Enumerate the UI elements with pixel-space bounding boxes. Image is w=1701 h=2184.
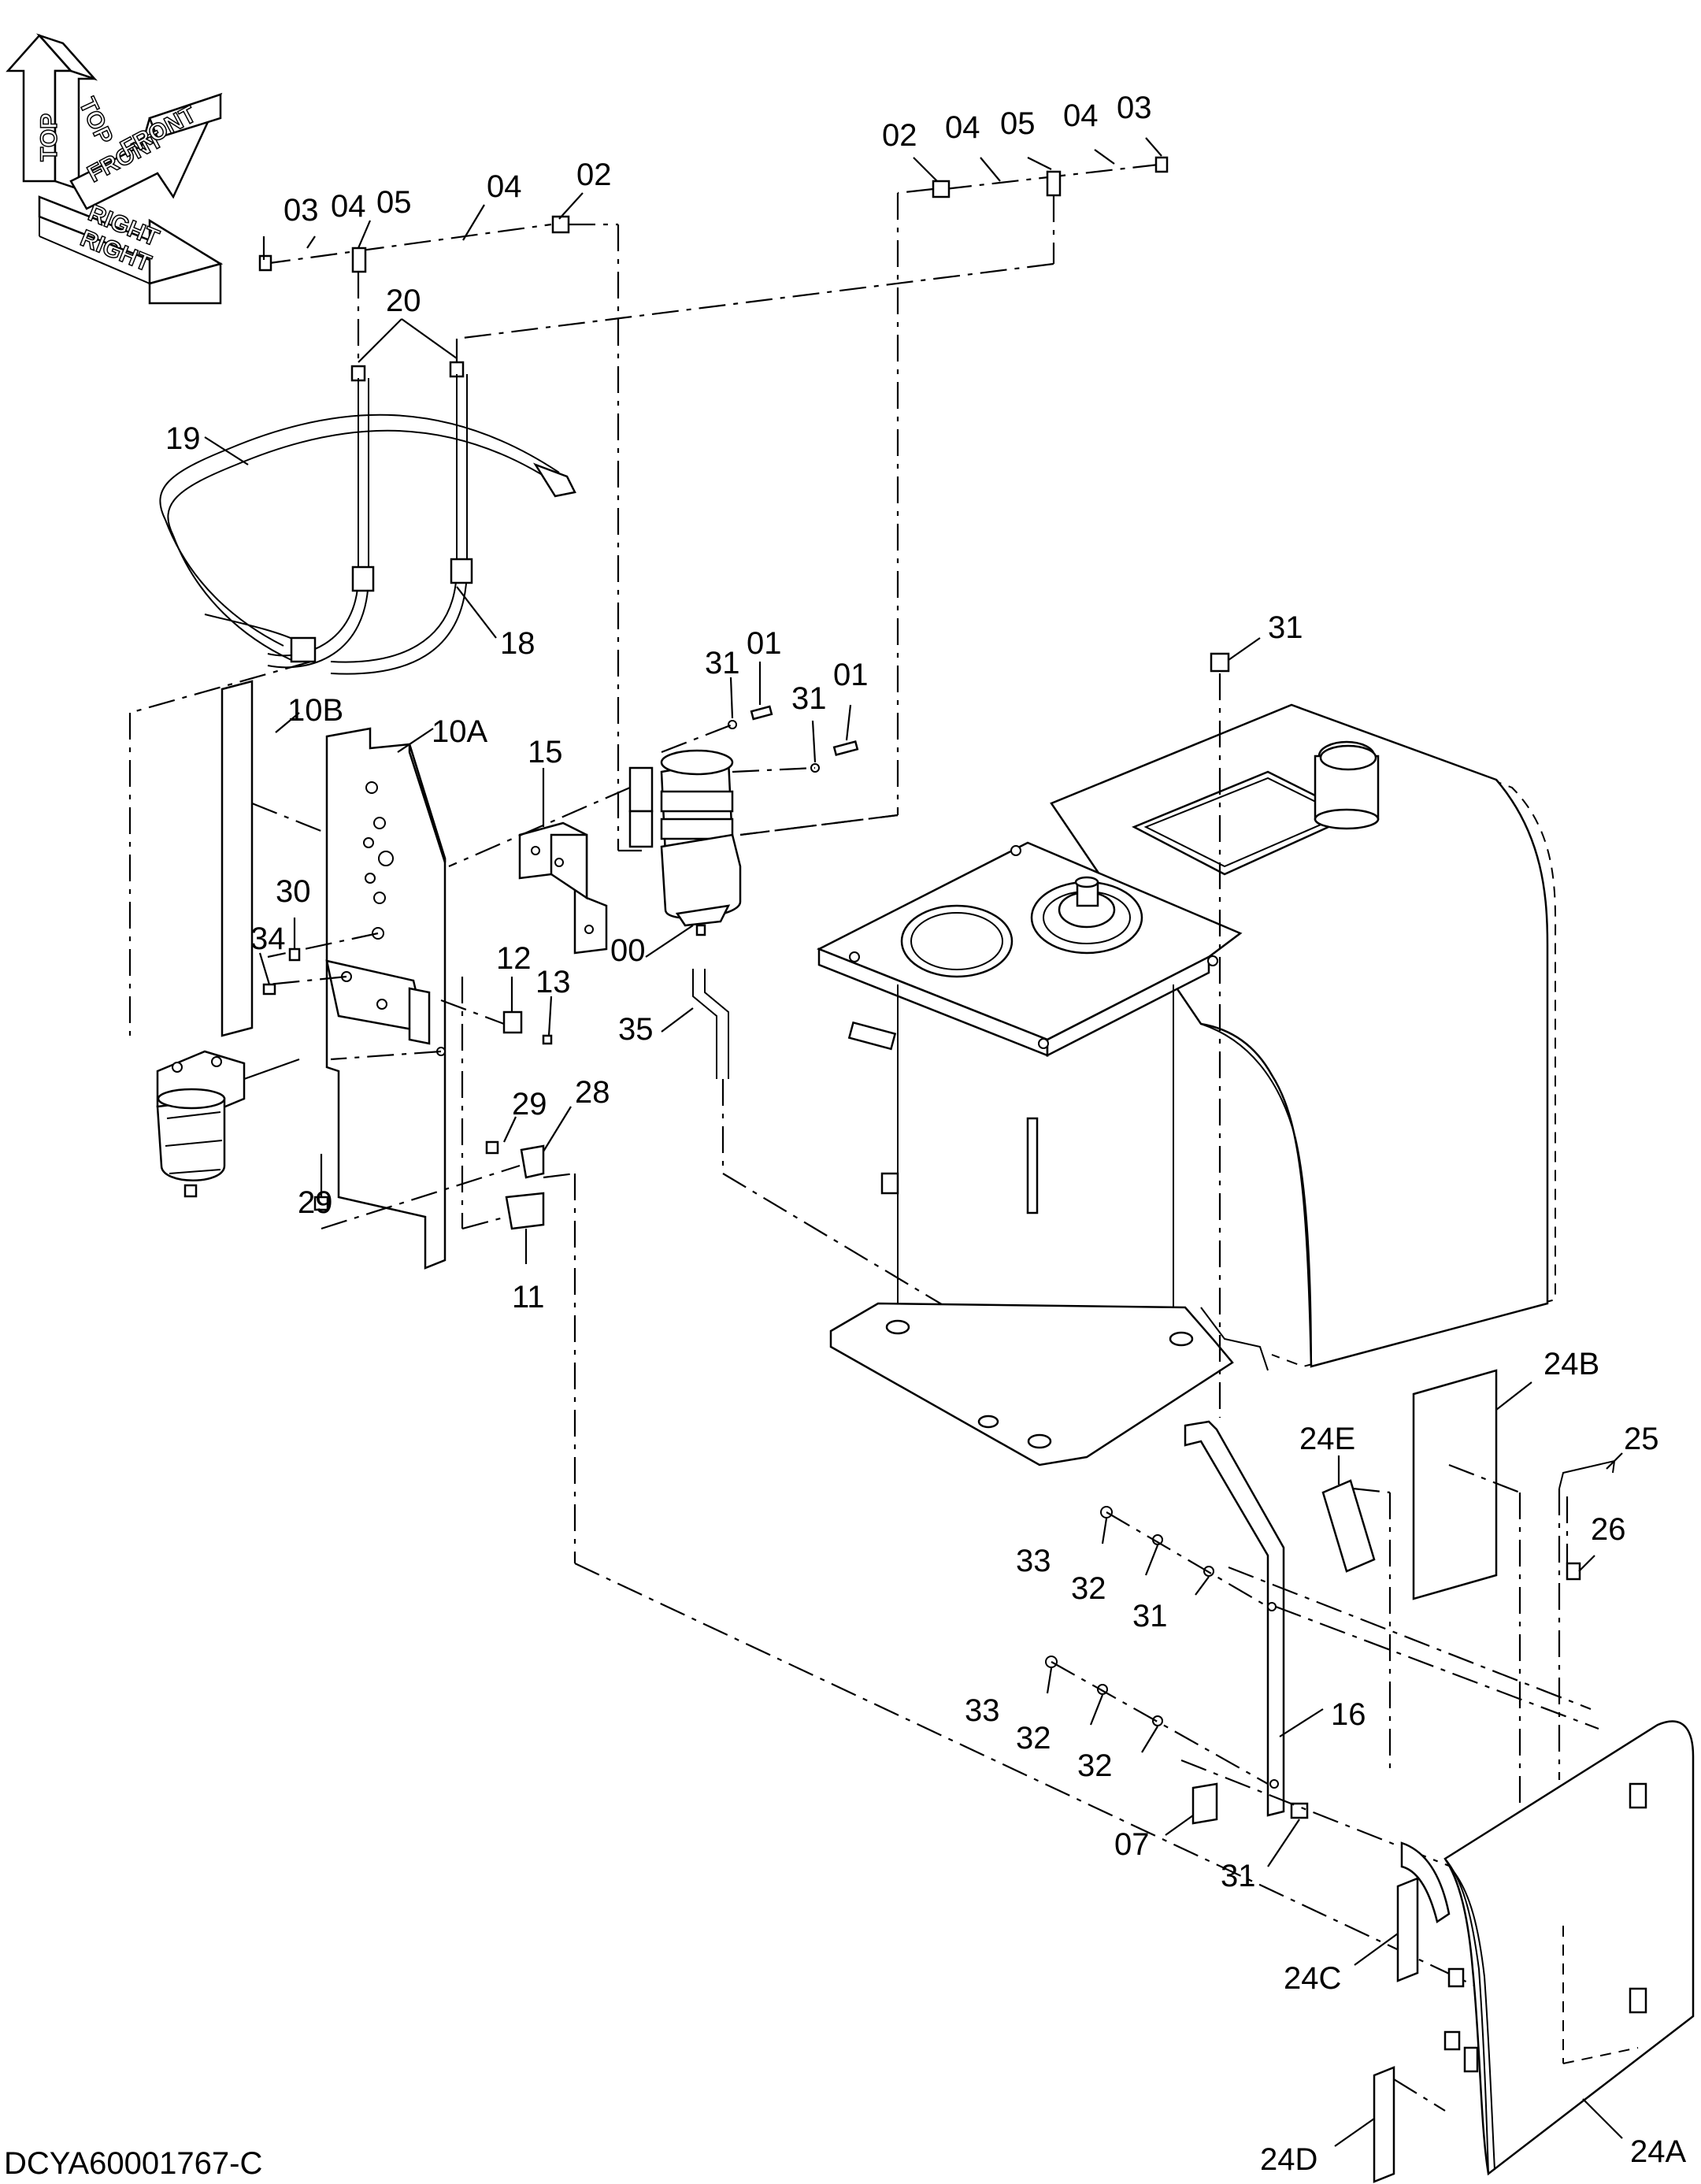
label-28-right: 29 — [512, 1087, 547, 1122]
label-24e: 24E — [1299, 1422, 1355, 1456]
washers-lower — [1045, 1656, 1269, 1785]
part-00-filter — [448, 749, 899, 936]
part-12-13-clamp — [440, 977, 553, 1045]
label-19: 19 — [165, 421, 201, 456]
right-arrow-icon — [38, 195, 224, 305]
label-04-right-2: 04 — [1063, 98, 1099, 133]
top-arrow-icon — [6, 33, 98, 191]
label-02-left: 02 — [576, 158, 612, 192]
orientation-top-label-2: TOP — [74, 94, 118, 148]
label-10b: 10B — [287, 693, 343, 728]
label-27: 28 — [575, 1075, 610, 1110]
label-31-a: 31 — [705, 646, 740, 680]
label-05-left: 05 — [376, 185, 412, 220]
left-fitting-assembly — [258, 215, 642, 852]
label-31-upper: 31 — [1132, 1599, 1168, 1633]
label-29-right: 31 — [1221, 1859, 1256, 1893]
part-labels: 03 04 05 04 02 02 04 05 04 03 20 19 18 1… — [165, 91, 1686, 2177]
label-11: 11 — [512, 1280, 545, 1314]
part-25-26-latch — [1558, 1452, 1623, 1780]
label-24a: 24A — [1630, 2134, 1686, 2169]
label-24d: 24D — [1260, 2142, 1317, 2177]
label-04-left-2: 04 — [487, 169, 522, 204]
label-03-left: 03 — [284, 193, 319, 228]
label-03-right: 03 — [1117, 91, 1152, 125]
label-29-left: 30 — [276, 874, 311, 909]
part-30-bolt — [1210, 637, 1261, 1418]
label-32-upper: 32 — [1071, 1571, 1106, 1606]
part-24d-pad — [1334, 2066, 1446, 2183]
label-04-left: 04 — [331, 189, 366, 224]
washers-upper — [1100, 1506, 1269, 1607]
label-05-right: 05 — [1000, 106, 1036, 141]
label-28-left: 29 — [298, 1185, 333, 1220]
label-26: 26 — [1591, 1512, 1626, 1547]
label-32-lower: 32 — [1016, 1721, 1051, 1756]
label-01-a: 01 — [747, 626, 782, 661]
hose-assembly — [128, 361, 576, 1044]
label-04-right: 04 — [945, 110, 980, 145]
orientation-indicator: TOP TOP FRONT FRONT RIGHT RIGHT — [6, 33, 224, 305]
label-24b: 24B — [1544, 1347, 1599, 1381]
label-13: 13 — [536, 965, 571, 999]
document-id: DCYA60001767-C — [4, 2146, 262, 2181]
bolts-31-01 — [661, 662, 859, 773]
label-25: 25 — [1624, 1422, 1659, 1456]
right-fitting-assembly — [455, 156, 1169, 836]
part-24e-pad — [1321, 1455, 1392, 1772]
label-07: 07 — [1114, 1827, 1150, 1862]
part-24b-panel — [1412, 1369, 1532, 1906]
pre-filter-assembly — [156, 1050, 300, 1198]
label-24c: 24C — [1284, 1961, 1341, 1996]
label-01-b: 01 — [833, 658, 869, 692]
label-31-b: 31 — [791, 681, 827, 716]
label-10a: 10A — [432, 714, 487, 749]
bolts-29-34 — [258, 918, 301, 996]
label-00: 00 — [610, 933, 646, 968]
label-18: 18 — [500, 626, 536, 661]
label-35: 35 — [618, 1012, 654, 1047]
label-02-right: 02 — [882, 118, 917, 153]
part-24c-pad — [1354, 1877, 1419, 1982]
label-34: 34 — [250, 921, 286, 956]
part-24a-door — [1400, 1720, 1695, 2176]
label-31-lower: 32 — [1077, 1748, 1113, 1783]
label-33-lower: 33 — [965, 1693, 1000, 1728]
orientation-top-label: TOP — [36, 113, 62, 161]
front-arrow-icon — [69, 92, 223, 210]
label-20: 20 — [386, 284, 421, 318]
part-10b-strip — [220, 680, 332, 1037]
part-10a-bracket — [267, 727, 447, 1270]
label-12: 12 — [496, 941, 532, 976]
fuel-tank — [816, 703, 1557, 1467]
part-15-bracket — [518, 768, 608, 955]
part-27-28-11-bracket — [313, 977, 1599, 2045]
part-07-clip — [1165, 1782, 1218, 1836]
label-30: 31 — [1268, 610, 1303, 645]
label-15: 15 — [528, 735, 563, 769]
label-33-upper: 33 — [1016, 1544, 1051, 1578]
label-16: 16 — [1331, 1697, 1366, 1732]
